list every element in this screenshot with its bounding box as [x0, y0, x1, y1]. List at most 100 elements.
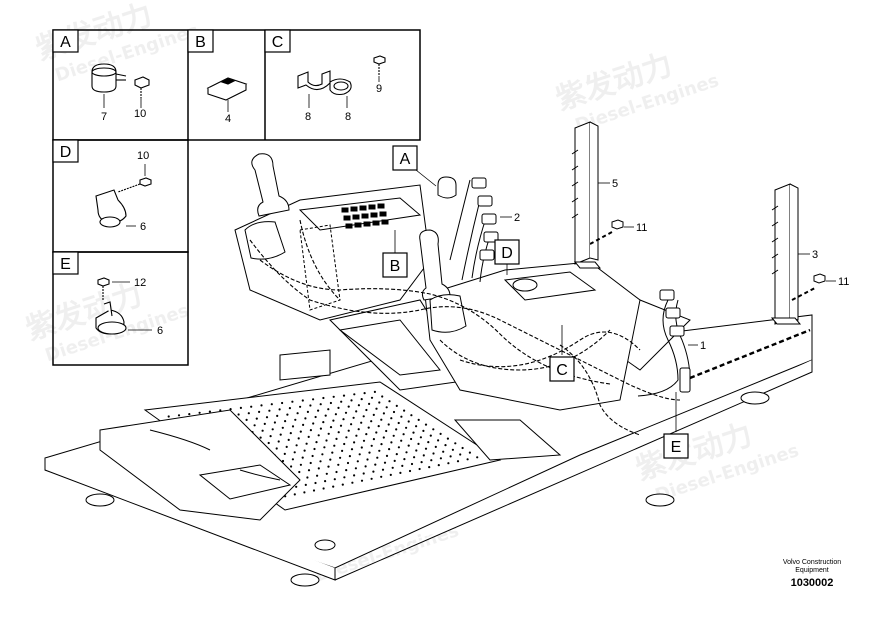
mat-hole — [419, 436, 422, 439]
mat-hole — [299, 430, 302, 433]
mat-hole — [250, 405, 253, 408]
mat-hole — [306, 476, 309, 479]
mat-hole — [208, 410, 211, 413]
mat-hole — [309, 404, 312, 407]
mat-hole — [286, 413, 289, 416]
mat-hole — [374, 463, 377, 466]
mat-hole — [395, 453, 398, 456]
mat-hole — [353, 393, 356, 396]
mat-hole — [237, 413, 240, 416]
mat-hole — [378, 449, 381, 452]
view-marker-d: D — [494, 239, 520, 265]
clip-icon — [206, 77, 248, 101]
mat-hole — [293, 451, 296, 454]
mat-hole — [432, 428, 435, 431]
footer-company-line1: Volvo Construction — [783, 559, 841, 566]
bracket-5 — [571, 121, 613, 269]
mat-hole — [476, 456, 479, 459]
footer-company-line2: Equipment — [795, 567, 829, 574]
mat-hole — [267, 441, 270, 445]
mat-hole — [325, 439, 328, 442]
pedal-area — [99, 409, 336, 551]
mat-hole — [327, 432, 330, 435]
mat-hole — [273, 421, 276, 424]
mat-hole — [360, 446, 363, 449]
mat-hole — [334, 413, 337, 416]
panel-d-label-6: 6 — [140, 221, 146, 233]
mat-hole — [322, 396, 325, 400]
bracket-icon — [297, 70, 352, 96]
connector-icon — [659, 289, 691, 393]
mat-hole — [177, 414, 181, 417]
mat-hole — [253, 424, 256, 427]
mat-hole — [375, 431, 378, 434]
mat-hole — [333, 478, 336, 481]
mat-hole — [342, 394, 346, 397]
mat-hole — [370, 420, 373, 423]
mat-hole — [332, 395, 335, 398]
mat-hole — [261, 429, 264, 432]
mat-hole — [355, 434, 358, 437]
mat-hole — [297, 437, 300, 440]
bolt-icon — [97, 277, 110, 300]
view-marker-e-letter: E — [671, 439, 682, 456]
mat-hole — [456, 460, 460, 463]
mat-hole — [415, 449, 418, 452]
mat-hole — [291, 458, 294, 461]
mat-hole — [299, 405, 302, 408]
mat-hole — [322, 421, 325, 424]
mat-hole — [314, 415, 317, 419]
mat-hole — [390, 441, 393, 444]
mat-hole — [418, 467, 421, 471]
mat-hole — [451, 448, 454, 451]
mat-hole — [370, 396, 374, 399]
mat-hole — [306, 410, 309, 413]
bolt-icon — [134, 76, 150, 98]
detail-panel-a: A 7 10 — [52, 29, 150, 123]
mat-hole — [269, 435, 272, 438]
mat-hole — [449, 455, 452, 458]
mat-hole — [408, 469, 412, 473]
detail-panel-c: C 9 8 8 — [264, 29, 386, 123]
mat-hole — [424, 447, 428, 450]
mat-hole — [444, 444, 447, 447]
mat-hole — [410, 437, 413, 441]
mat-hole — [389, 473, 392, 476]
mat-hole — [303, 491, 306, 494]
panel-letter-c: C — [272, 34, 284, 51]
mat-hole — [447, 462, 450, 465]
mat-hole — [381, 395, 384, 398]
mat-hole — [291, 425, 295, 428]
mat-hole — [270, 403, 273, 406]
detail-panel-e: E 12 6 — [52, 251, 163, 337]
view-marker-c-letter: C — [556, 362, 568, 379]
mat-hole — [348, 455, 351, 458]
mat-hole — [319, 403, 322, 406]
bracket-3 — [770, 183, 816, 325]
mat-hole — [299, 463, 302, 466]
panel-a-label-7: 7 — [101, 111, 107, 123]
mat-hole — [341, 483, 344, 486]
mat-hole — [375, 407, 378, 410]
mat-hole — [319, 460, 322, 463]
mat-hole — [317, 467, 320, 470]
mat-hole — [401, 464, 404, 467]
mat-hole — [382, 412, 385, 415]
mat-hole — [403, 458, 406, 461]
mat-hole — [317, 434, 320, 437]
mat-hole — [429, 434, 432, 437]
panel-c-label-8a: 8 — [305, 111, 311, 123]
mat-hole — [268, 409, 271, 412]
mat-hole — [413, 456, 416, 459]
panel-c-label-9: 9 — [376, 83, 382, 95]
mat-hole — [363, 392, 366, 395]
mat-hole — [307, 469, 311, 472]
mat-hole — [327, 465, 330, 468]
mat-hole — [265, 416, 269, 419]
mat-hole — [332, 419, 335, 422]
mat-hole — [281, 426, 284, 429]
detail-panel-d: D 10 6 — [52, 139, 152, 233]
mat-hole — [357, 404, 360, 407]
left-console — [234, 153, 431, 321]
mat-hole — [424, 423, 428, 426]
